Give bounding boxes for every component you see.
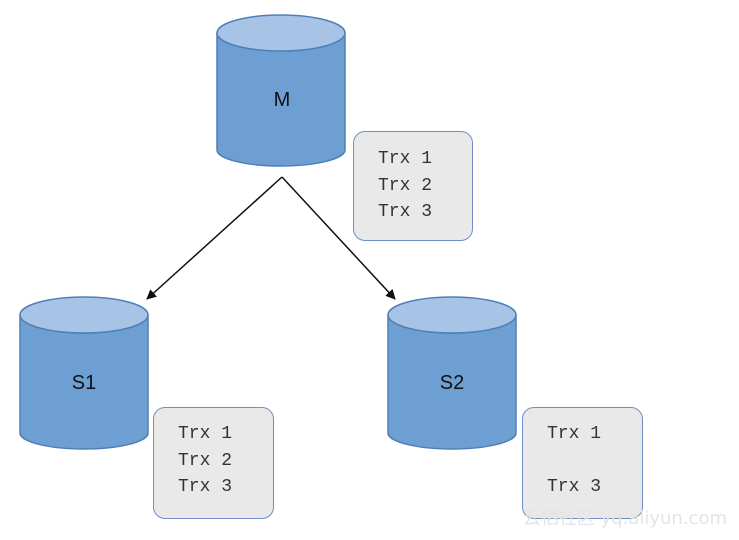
- master-cylinder-body: [216, 32, 346, 167]
- master-transaction-log: Trx 1 Trx 2 Trx 3: [353, 131, 473, 241]
- slave2-label: S2: [440, 372, 464, 394]
- slave2-trx-line-3: Trx 3: [547, 477, 602, 497]
- slave1-trx-line-1: Trx 1: [178, 424, 233, 444]
- replication-arrow-to-s1: [146, 176, 283, 300]
- slave2-database: S2: [387, 296, 517, 450]
- slave1-trx-line-2: Trx 2: [178, 450, 233, 471]
- slave1-database: S1: [19, 296, 149, 450]
- master-trx-line-1: Trx 1: [378, 149, 433, 169]
- slave1-label: S1: [72, 372, 96, 394]
- slave1-cylinder-body: [19, 314, 149, 450]
- master-trx-line-3: Trx 3: [378, 202, 433, 222]
- slave2-cylinder-top: [387, 296, 517, 334]
- master-label: M: [274, 89, 291, 111]
- slave1-trx-line-3: Trx 3: [178, 477, 233, 497]
- master-trx-line-2: Trx 2: [378, 175, 433, 196]
- slave2-cylinder-body: [387, 314, 517, 450]
- slave2-trx-line-2-missing: [547, 448, 642, 475]
- slave1-cylinder-top: [19, 296, 149, 334]
- slave2-transaction-log: Trx 1 Trx 3: [522, 407, 643, 519]
- master-cylinder-top: [216, 14, 346, 52]
- slave1-transaction-log: Trx 1 Trx 2 Trx 3: [153, 407, 274, 519]
- watermark: 云栖社区 yq.aliyun.com: [522, 508, 727, 529]
- replication-arrow-to-s2: [281, 176, 396, 300]
- master-database: M: [216, 14, 346, 167]
- slave2-trx-line-1: Trx 1: [547, 424, 602, 444]
